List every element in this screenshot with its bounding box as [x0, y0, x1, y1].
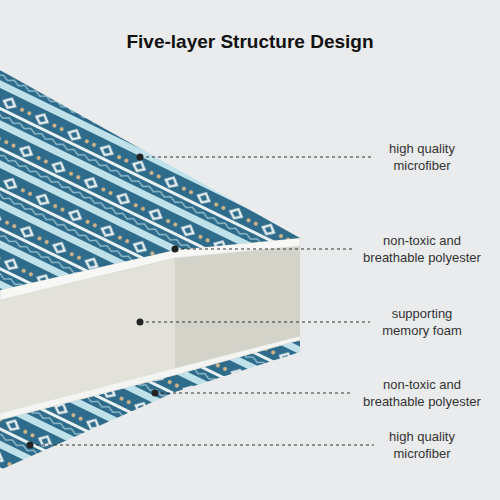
layer-label: high quality microfiber: [372, 140, 472, 174]
layer-label: non-toxic and breathable polyester: [357, 232, 487, 266]
layer-label: supporting memory foam: [372, 305, 472, 339]
leader-lines: [30, 157, 374, 445]
leader-dots: [27, 154, 179, 449]
layer-label: non-toxic and breathable polyester: [357, 376, 487, 410]
layer-label: high quality microfiber: [372, 428, 472, 462]
top-microfiber: [0, 70, 300, 290]
title: Five-layer Structure Design: [0, 31, 500, 53]
memory-foam-side: [175, 246, 300, 368]
